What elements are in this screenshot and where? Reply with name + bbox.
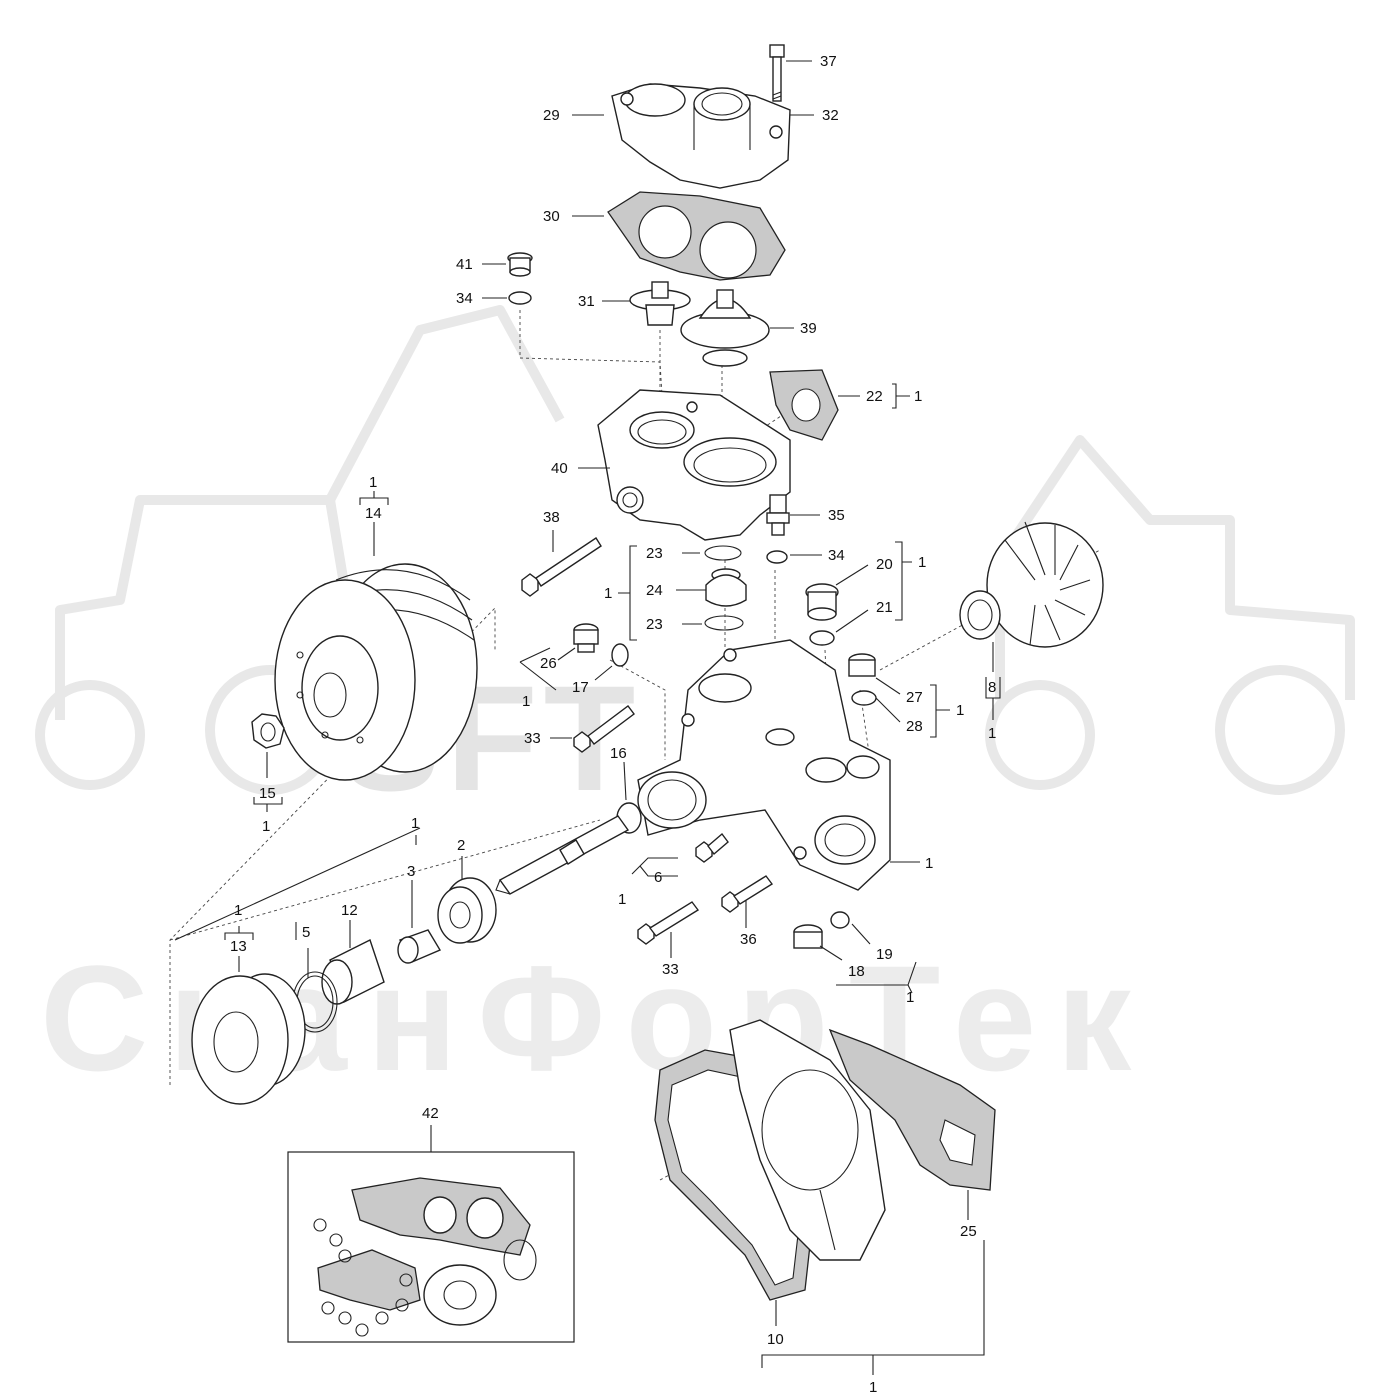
seal-ring-34a: [508, 291, 532, 305]
plug-20: [805, 583, 839, 621]
bolt-33b: [637, 901, 700, 945]
label-22: 22: [866, 388, 883, 405]
label-22-qty: 1: [914, 388, 922, 405]
label-40: 40: [551, 460, 568, 477]
label-13: 13: [230, 938, 247, 955]
label-15-qty: 1: [262, 818, 270, 835]
label-39: 39: [800, 320, 817, 337]
gasket-25: [828, 1028, 996, 1191]
seal-17: [611, 643, 629, 667]
bolt-6: [695, 832, 729, 863]
o-ring-23b: [704, 615, 744, 631]
shaft-1: [495, 815, 630, 895]
label-24: 24: [646, 582, 663, 599]
label-31: 31: [578, 293, 595, 310]
label-15: 15: [259, 785, 276, 802]
label-3: 3: [407, 863, 415, 880]
label-34a: 34: [456, 290, 473, 307]
impeller-8: [959, 521, 1104, 648]
seal-28: [851, 690, 877, 706]
bearing-2: [437, 877, 497, 944]
label-17: 17: [572, 679, 589, 696]
label-19: 19: [876, 946, 893, 963]
label-26-17-qty: 1: [522, 693, 530, 710]
spacer-12: [321, 939, 385, 1005]
label-42: 42: [422, 1105, 439, 1122]
o-ring-23a: [704, 545, 742, 561]
gasket-30: [607, 191, 786, 281]
label-16: 16: [610, 745, 627, 762]
label-2: 2: [457, 837, 465, 854]
label-27-28-qty: 1: [956, 702, 964, 719]
bolt-36: [721, 875, 774, 913]
label-33b: 33: [662, 961, 679, 978]
label-26: 26: [540, 655, 557, 672]
thermostat-39: [680, 289, 770, 367]
label-18-19-qty: 1: [906, 989, 914, 1006]
callout-labels: 37 32 29 30 41 34 31 39 22 1 40 38 35 23…: [230, 53, 996, 1396]
label-21: 21: [876, 599, 893, 616]
plug-18: [793, 924, 823, 949]
thermostat-housing-40: [597, 389, 791, 541]
thermostat-cover-29: [611, 83, 791, 189]
label-25: 25: [960, 1223, 977, 1240]
label-13-qty: 1: [234, 902, 242, 919]
label-30: 30: [543, 208, 560, 225]
label-20: 20: [876, 556, 893, 573]
sleeve-3: [397, 929, 442, 964]
label-34b: 34: [828, 547, 845, 564]
label-1-bottom: 1: [869, 1379, 877, 1396]
plug-26: [573, 623, 599, 653]
label-41: 41: [456, 256, 473, 273]
label-5: 5: [302, 924, 310, 941]
plug-41: [507, 252, 533, 277]
bolt-38: [521, 537, 602, 597]
gasket-kit-42: [287, 1151, 575, 1343]
bolt-33a: [573, 705, 635, 753]
label-14-qty: 1: [369, 474, 377, 491]
thermostat-31: [629, 281, 691, 326]
plug-27: [848, 653, 876, 677]
label-35: 35: [828, 507, 845, 524]
label-10: 10: [767, 1331, 784, 1348]
nut-15: [251, 713, 285, 749]
label-1-shaft: 1: [411, 815, 419, 832]
label-37: 37: [820, 53, 837, 70]
label-28: 28: [906, 718, 923, 735]
label-27: 27: [906, 689, 923, 706]
rear-cover-1: [729, 1019, 886, 1261]
bolt-37: [769, 44, 785, 102]
label-36: 36: [740, 931, 757, 948]
adapter-24: [705, 568, 747, 607]
fitting-35: [766, 494, 790, 536]
label-18: 18: [848, 963, 865, 980]
gasket-22: [769, 369, 839, 441]
bearing-13: [191, 973, 306, 1105]
label-8: 8: [988, 679, 996, 696]
leader-lines: [174, 60, 1001, 1375]
pulley-14: [274, 563, 478, 781]
label-23b: 23: [646, 616, 663, 633]
seal-ring-34b: [766, 550, 788, 564]
label-12: 12: [341, 902, 358, 919]
label-38: 38: [543, 509, 560, 526]
label-32: 32: [822, 107, 839, 124]
label-33a: 33: [524, 730, 541, 747]
label-6-qty: 1: [618, 891, 626, 908]
label-23-24-qty: 1: [604, 585, 612, 602]
label-23a: 23: [646, 545, 663, 562]
label-1-housing: 1: [925, 855, 933, 872]
label-20-21-qty: 1: [918, 554, 926, 571]
label-6: 6: [654, 869, 662, 886]
seal-19: [830, 911, 850, 929]
label-29: 29: [543, 107, 560, 124]
label-8-qty: 1: [988, 725, 996, 742]
label-14: 14: [365, 505, 382, 522]
pump-housing-1: [637, 639, 891, 891]
seal-21: [809, 630, 835, 646]
